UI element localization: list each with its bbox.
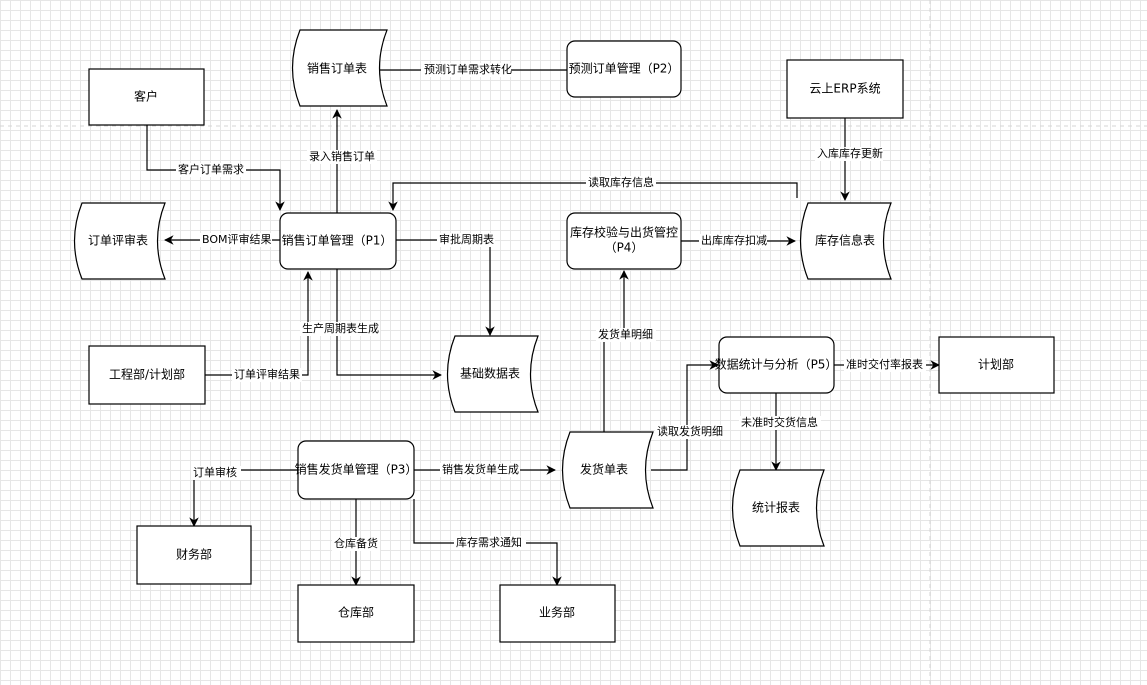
edge-label-ontime-delivery-report: 准时交付率报表 — [846, 357, 923, 371]
stats-report-shape — [731, 469, 825, 547]
edge-label-read-shipping-detail: 读取发货明细 — [657, 424, 723, 438]
stats-report-label: 统计报表 — [752, 500, 800, 515]
engineering-dept-label: 工程部/计划部 — [109, 367, 185, 382]
cloud-erp-box — [786, 59, 904, 119]
sales-shipping-mgmt-box — [297, 440, 415, 500]
engineering-dept-box — [88, 345, 206, 405]
edge-label-shipping-detail: 发货单明细 — [598, 327, 653, 341]
inventory-info-table-label: 库存信息表 — [815, 233, 875, 248]
sales-order-table-label: 销售订单表 — [307, 61, 367, 76]
warehouse-dept-box — [297, 584, 415, 643]
base-data-table-label: 基础数据表 — [460, 366, 520, 381]
warehouse-dept-label: 仓库部 — [338, 605, 374, 620]
edge-label-production-cycle-gen: 生产周期表生成 — [302, 321, 379, 335]
finance-dept-box — [136, 525, 252, 585]
order-review-table-label: 订单评审表 — [88, 233, 148, 248]
edge-label-customer-order-demand: 客户订单需求 — [178, 162, 244, 176]
sales-order-mgmt-box — [279, 212, 397, 270]
edge-label-enter-sales-order: 录入销售订单 — [309, 149, 375, 163]
edge-label-approve-cycle-table: 审批周期表 — [439, 232, 494, 246]
business-dept-label: 业务部 — [539, 605, 575, 620]
edge-label-outbound-deduct: 出库库存扣减 — [701, 233, 767, 247]
edge-shipping-to-p5 — [651, 360, 719, 471]
edge-label-bom-review-result: BOM评审结果 — [202, 232, 272, 246]
inventory-check-box — [566, 212, 682, 270]
shipping-table-label: 发货单表 — [580, 462, 628, 477]
shipping-table-shape — [561, 431, 654, 509]
edge-label-shipping-order-gen: 销售发货单生成 — [442, 462, 519, 476]
edge-p1-to-base-data — [396, 239, 495, 336]
sales-order-mgmt-label: 销售订单管理（P1） — [282, 233, 393, 248]
edge-label-inventory-demand-notice: 库存需求通知 — [456, 535, 522, 549]
edge-label-read-inventory-info: 读取库存信息 — [588, 175, 654, 189]
base-data-table-shape — [446, 335, 539, 413]
edge-label-order-review-result: 订单评审结果 — [234, 367, 300, 381]
edge-engineering-to-p1 — [205, 271, 313, 376]
forecast-order-mgmt-label: 预测订单管理（P2） — [569, 61, 680, 76]
order-review-table-shape — [73, 202, 166, 280]
edge-label-inbound-update: 入库库存更新 — [817, 146, 883, 160]
edge-label-order-audit: 订单审核 — [193, 465, 237, 479]
edge-label-forecast-to-sales-table: 预测订单需求转化 — [424, 62, 512, 76]
customer-box — [88, 68, 205, 126]
edge-shipping-to-p4 — [603, 270, 629, 432]
planning-dept-box — [938, 336, 1055, 394]
data-stats-box — [718, 336, 835, 394]
forecast-order-mgmt-box — [566, 40, 682, 98]
cloud-erp-label: 云上ERP系统 — [809, 82, 880, 96]
edge-label-late-delivery-info: 未准时交货信息 — [741, 415, 818, 429]
inventory-info-table-shape — [799, 202, 892, 280]
inventory-check-label-line2: （P4） — [605, 241, 644, 255]
edge-label-warehouse-prep: 仓库备货 — [334, 536, 378, 550]
business-dept-box — [499, 584, 616, 643]
planning-dept-label: 计划部 — [978, 357, 1014, 372]
sales-order-table-shape — [291, 29, 388, 107]
sales-shipping-mgmt-label: 销售发货单管理（P3） — [295, 462, 418, 477]
edge-p1-to-base-data-cycle — [336, 269, 442, 380]
customer-label: 客户 — [134, 89, 158, 104]
inventory-check-label-line1: 库存校验与出货管控 — [570, 225, 678, 240]
finance-dept-label: 财务部 — [176, 547, 212, 562]
data-stats-label: 数据统计与分析（P5） — [715, 357, 838, 372]
edge-label-backgrounds — [176, 63, 926, 551]
